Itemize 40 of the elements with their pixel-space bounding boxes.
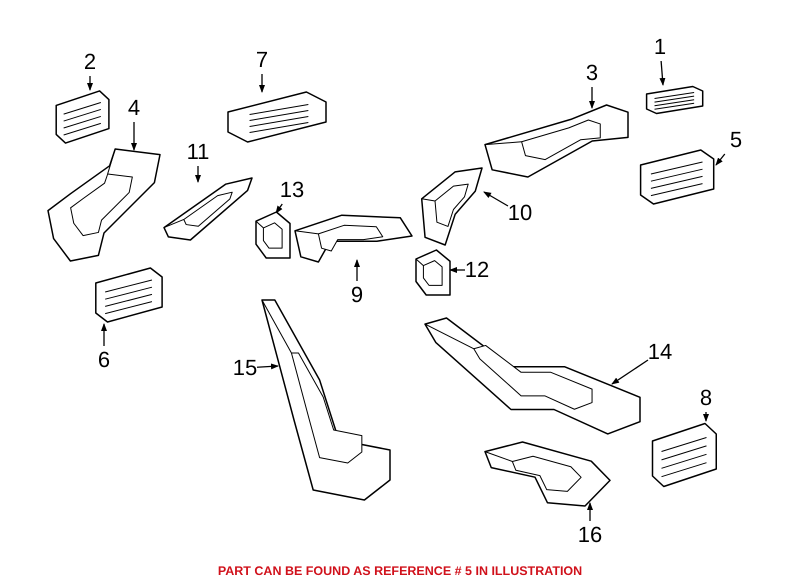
callout-number: 2 <box>74 49 106 75</box>
air-vent-drawing <box>228 92 326 142</box>
leader-line <box>449 267 465 273</box>
leader-line <box>275 204 283 214</box>
leader-line <box>589 87 595 109</box>
air-duct-drawing <box>256 212 290 258</box>
caption-note: PART CAN BE FOUND AS REFERENCE # 5 IN ILLUSTRATION <box>216 564 584 578</box>
callout-number: 15 <box>229 355 261 381</box>
callout-number: 5 <box>720 127 752 153</box>
leader-line <box>703 412 709 422</box>
air-duct-drawing <box>164 178 252 240</box>
callout-number: 3 <box>576 60 608 86</box>
callout-number: 6 <box>88 347 120 373</box>
leader-line <box>259 74 265 93</box>
callout-number: 13 <box>276 177 308 203</box>
callout-number: 12 <box>461 257 493 283</box>
leader-line <box>256 363 279 370</box>
leader-line <box>659 60 666 86</box>
callout-number: 9 <box>341 282 373 308</box>
air-duct-drawing <box>48 149 160 261</box>
callout-number: 10 <box>504 200 536 226</box>
callout-number: 14 <box>644 339 676 365</box>
leader-line <box>611 359 648 385</box>
leader-line <box>131 122 137 151</box>
leader-line <box>354 259 360 281</box>
leader-line <box>87 76 93 91</box>
leader-line <box>715 154 726 166</box>
air-duct-drawing <box>485 442 610 506</box>
callout-number: 16 <box>574 522 606 548</box>
callout-number: 11 <box>182 139 214 165</box>
callout-number: 8 <box>690 385 722 411</box>
air-duct-drawing <box>416 250 450 295</box>
leader-line <box>195 166 201 183</box>
callout-number: 4 <box>118 95 150 121</box>
leader-line <box>483 191 508 207</box>
callout-number: 1 <box>644 34 676 60</box>
callout-number: 7 <box>246 47 278 73</box>
air-duct-drawing <box>485 105 628 177</box>
leader-line <box>101 323 107 346</box>
leader-line <box>587 502 593 521</box>
